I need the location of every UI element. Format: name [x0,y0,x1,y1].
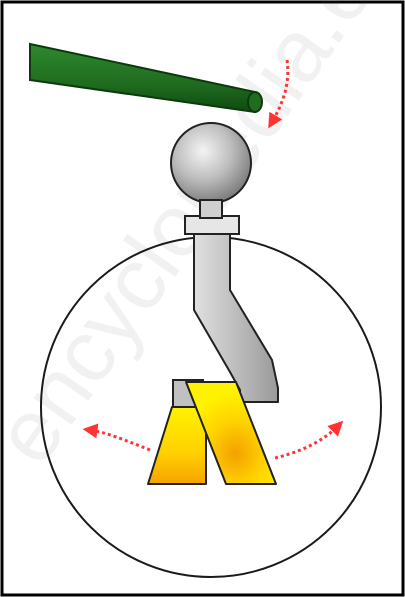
down-arrow-icon [268,59,290,129]
right-arrow-icon [274,420,344,460]
lever-stem [193,227,279,403]
ball-neck [199,199,223,219]
ball [170,122,252,204]
green-rod [29,42,263,114]
right-leaf [185,381,277,485]
left-leaf [147,406,207,485]
left-arrow-icon [82,423,151,452]
